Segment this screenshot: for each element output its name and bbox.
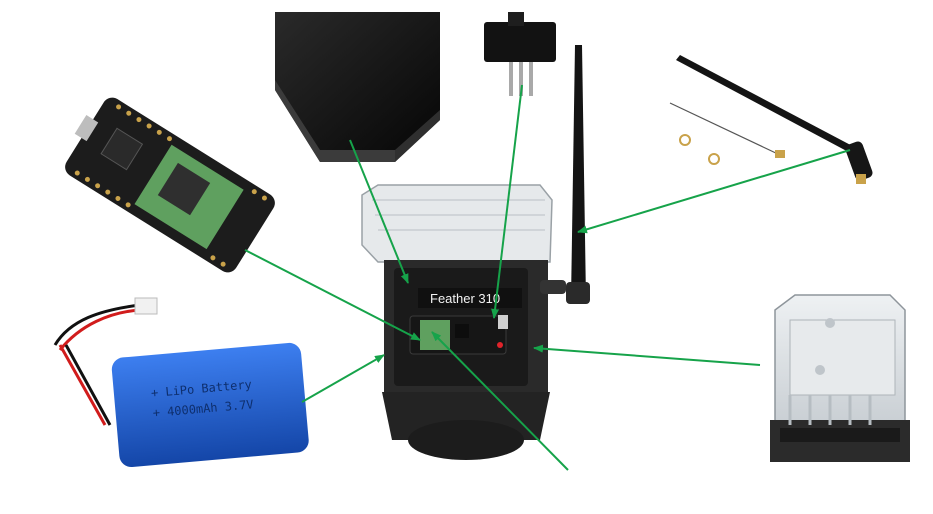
arrow-battery-to-device bbox=[301, 354, 385, 403]
antenna-image bbox=[669, 55, 873, 184]
foam-pad-image bbox=[275, 12, 440, 162]
mounted-antenna bbox=[566, 45, 590, 304]
arrow-board-to-device bbox=[244, 249, 421, 341]
arrow-switch-to-device bbox=[491, 84, 523, 319]
enclosure-image bbox=[770, 294, 910, 462]
arrow-foam-to-device bbox=[349, 139, 409, 284]
center-device: Feather 310 bbox=[361, 184, 566, 460]
feather-board-image bbox=[65, 97, 275, 273]
arrow-base-to-device bbox=[431, 331, 569, 471]
arrow-enclosure-to-device bbox=[533, 344, 761, 366]
lipo-battery-image: + LiPo Battery + 4000mAh 3.7V bbox=[53, 297, 309, 468]
device-label: Feather 310 bbox=[430, 291, 500, 306]
connector-arrows bbox=[244, 84, 851, 471]
slide-switch-image bbox=[484, 12, 556, 96]
arrow-antenna-to-device bbox=[577, 149, 851, 234]
